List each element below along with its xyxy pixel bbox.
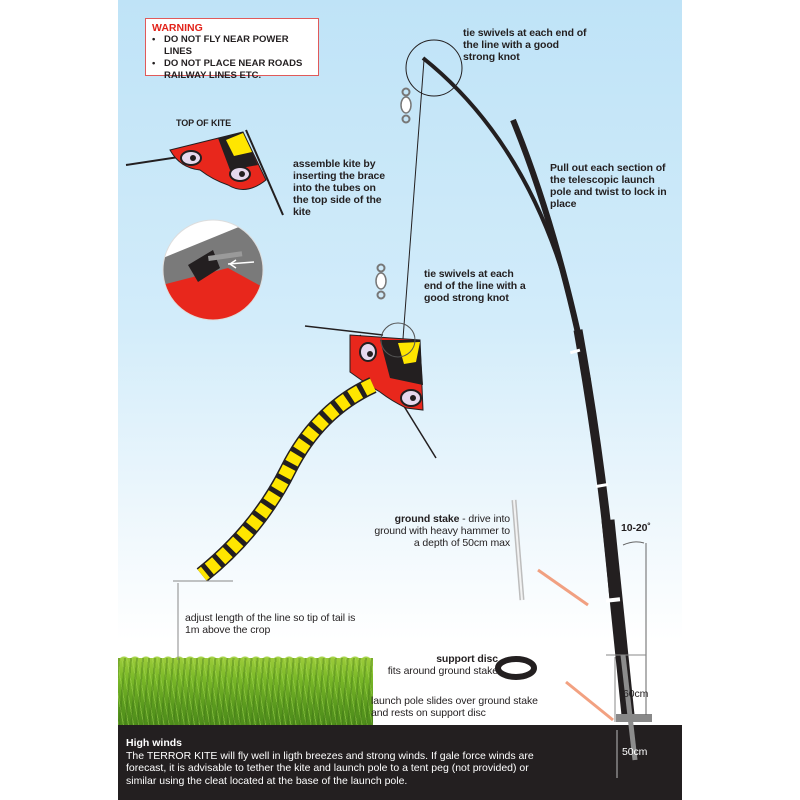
motion-streak — [565, 680, 614, 722]
pull-out-label: Pull out each section of the telescopic … — [550, 162, 667, 210]
angle-label: 10-20˚ — [621, 522, 651, 534]
flying-line — [401, 59, 425, 353]
warning-title: WARNING — [152, 22, 203, 34]
dimension-60cm — [606, 654, 646, 722]
assemble-kite-label: assemble kite by inserting the brace int… — [293, 158, 386, 218]
instruction-diagram: WARNING DO NOT FLY NEAR POWER LINES DO N… — [118, 0, 682, 800]
high-winds-title: High winds — [126, 737, 182, 749]
warning-item: DO NOT PLACE NEAR ROADS RAILWAY LINES ET… — [152, 58, 312, 82]
motion-streak — [537, 568, 589, 607]
swivel-mid-label: tie swivels at each end of the line with… — [424, 268, 526, 304]
dimension-1m — [173, 580, 233, 660]
brace-insert-detail — [162, 219, 264, 321]
swivel-icon — [375, 263, 387, 300]
dimension-50cm-label: 50cm — [622, 746, 648, 758]
launch-pole — [421, 56, 638, 761]
kite-illustration — [196, 322, 437, 582]
angle-indicator — [622, 541, 647, 715]
swivel-icon — [400, 87, 412, 124]
support-disc-text: fits around ground stake — [387, 665, 498, 677]
support-disc-icon — [495, 656, 537, 680]
ground-stake-illustration — [511, 499, 525, 601]
support-disc-base — [616, 714, 652, 722]
warning-item: DO NOT FLY NEAR POWER LINES — [152, 34, 312, 58]
top-of-kite-label: TOP OF KITE — [176, 118, 232, 128]
detail-circle-top — [405, 39, 463, 97]
bottom-info-bar — [118, 725, 682, 800]
ground-stake-text: - drive into ground with heavy hammer to… — [374, 513, 510, 549]
dimension-60cm-label: 60cm — [623, 688, 649, 700]
high-winds-section: High winds The TERROR KITE will fly well… — [126, 737, 556, 787]
ground-stake-title: ground stake — [394, 513, 460, 525]
support-disc-title: support disc — [436, 653, 498, 665]
swivel-top-label: tie swivels at each end of the line with… — [463, 27, 587, 63]
crop-grass-image — [118, 658, 373, 726]
ground-stake-label: ground stake - drive into ground with he… — [368, 513, 510, 549]
adjust-line-label: adjust length of the line so tip of tail… — [185, 612, 356, 636]
kite-top-view-illustration — [125, 129, 284, 216]
high-winds-text: The TERROR KITE will fly well in ligth b… — [126, 749, 534, 787]
warning-box: WARNING DO NOT FLY NEAR POWER LINES DO N… — [145, 18, 319, 81]
launch-pole-label: launch pole slides over ground stake and… — [371, 695, 538, 719]
